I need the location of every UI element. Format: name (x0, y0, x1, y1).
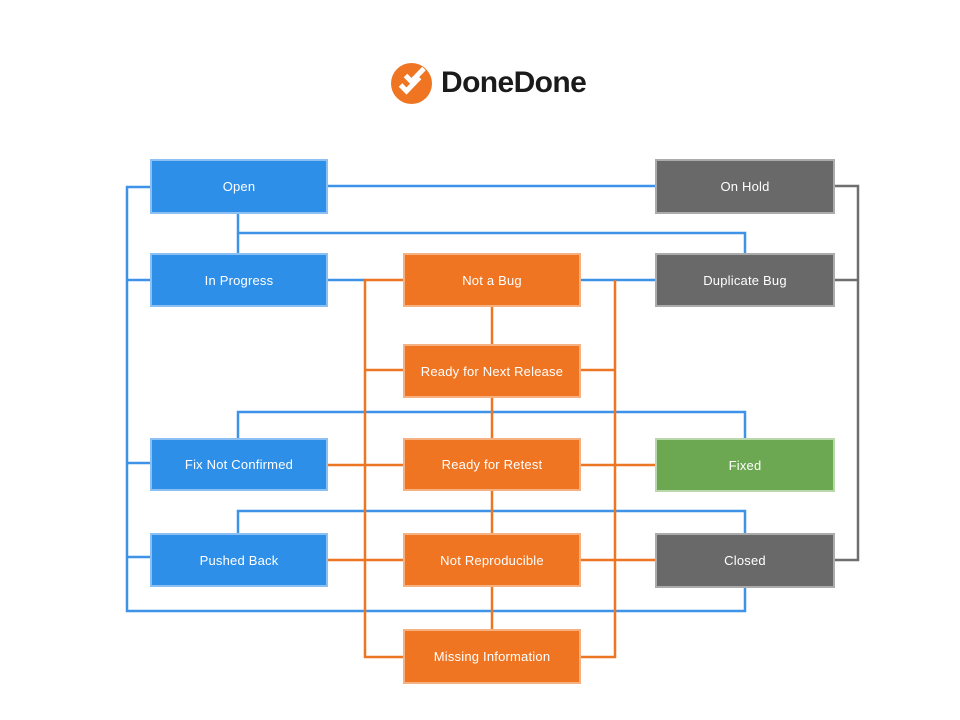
logo: DoneDone (391, 62, 587, 104)
donedone-logo-icon (391, 62, 432, 104)
connector-right-orange-rail (581, 280, 617, 659)
connector-left-orange-rail (363, 278, 403, 659)
brand-name: DoneDone (441, 66, 587, 99)
connector-on-hold-to-closed-rail (835, 184, 860, 562)
connector-left-rail-to-closed-bottom (125, 185, 747, 613)
connector-open-to-duplicate-bug (238, 231, 747, 253)
